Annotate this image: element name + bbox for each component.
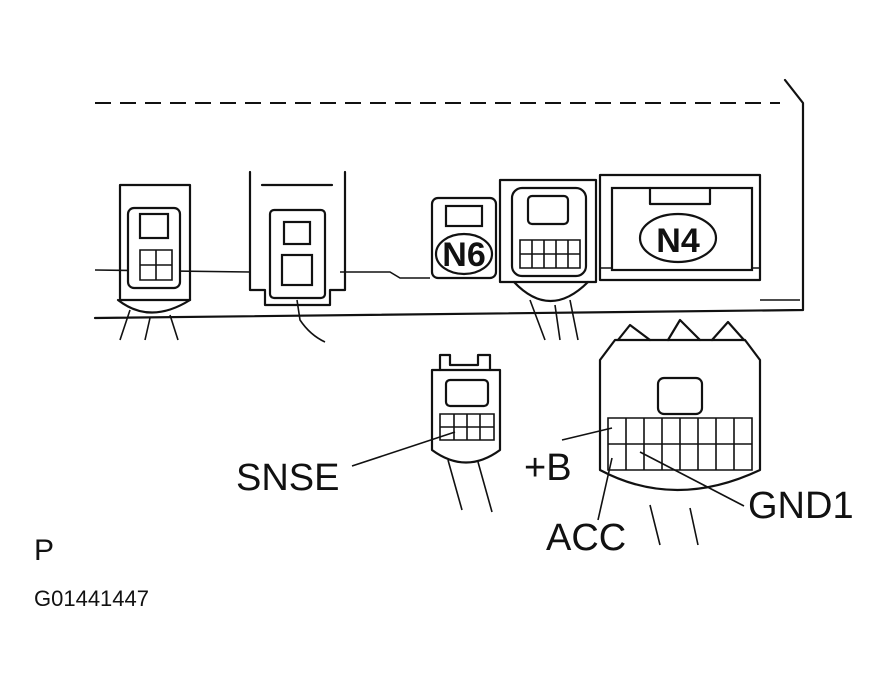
- connector-1: [116, 183, 192, 341]
- plus-b-label: +B: [524, 447, 572, 489]
- n4-label: N4: [656, 222, 700, 260]
- connector-snse: [430, 353, 502, 513]
- n6-label: N6: [442, 236, 485, 274]
- snse-label: SNSE: [236, 457, 339, 499]
- figure-code: G01441447: [34, 586, 149, 611]
- connector-ecu-main: [598, 318, 762, 546]
- gnd1-label: GND1: [748, 485, 854, 527]
- acc-label: ACC: [546, 517, 626, 559]
- footer-letter: P: [34, 534, 54, 567]
- connector-2: [248, 170, 347, 343]
- leader-lines: [351, 427, 745, 521]
- connector-4: [498, 178, 598, 341]
- connector-n6: N6: [430, 196, 498, 280]
- connector-n4: N4: [598, 173, 762, 282]
